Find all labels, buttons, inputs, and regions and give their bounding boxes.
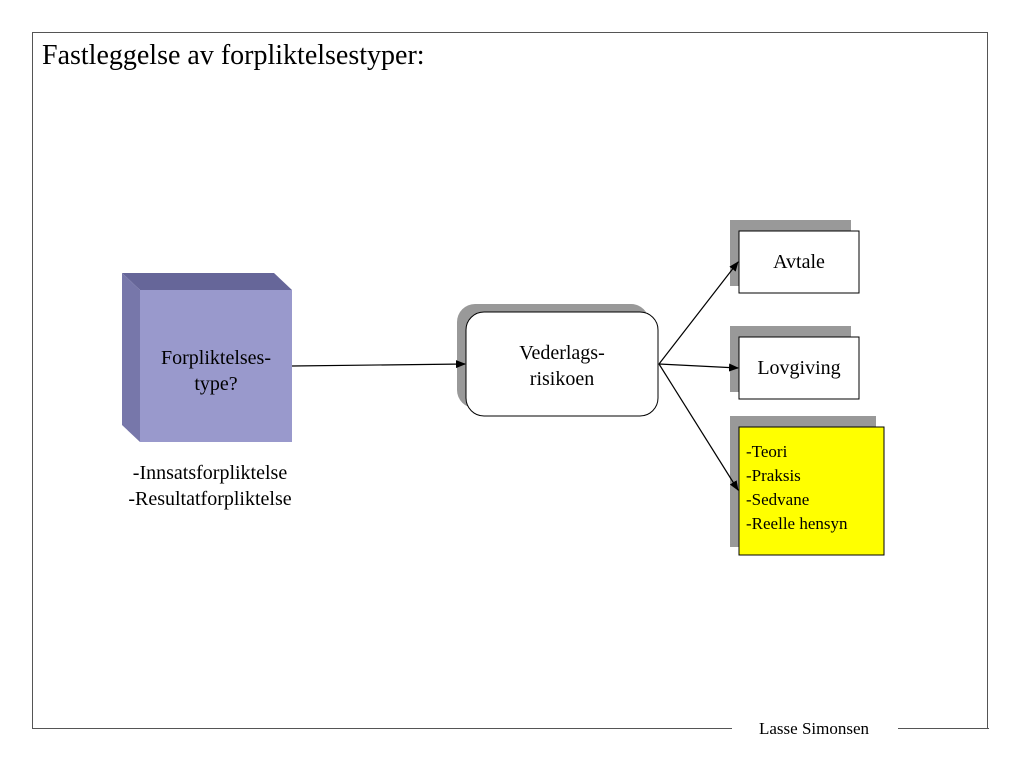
vederlag-label-line: risikoen	[529, 368, 595, 390]
source-item: -Teori	[746, 442, 788, 461]
sources-frame	[738, 426, 885, 556]
vederlag-box	[457, 304, 659, 417]
slide-frame	[32, 32, 988, 728]
vederlag-label-line: Vederlags-	[519, 342, 605, 364]
vederlag-frame	[465, 311, 659, 417]
avtale-label: Avtale	[773, 251, 825, 273]
vederlag-label: Vederlags- risikoen	[466, 336, 658, 396]
cube-label: Forpliktelses- type?	[140, 332, 292, 410]
obligation-types-list: -Innsatsforpliktelse -Resultatforpliktel…	[90, 458, 330, 514]
footer-line-left	[32, 728, 732, 729]
obligation-type-item: -Resultatforpliktelse	[128, 488, 292, 510]
slide-title: Fastleggelse av forpliktelsestyper:	[42, 40, 425, 71]
footer-author: Lasse Simonsen	[732, 718, 896, 740]
avtale-frame	[738, 230, 860, 294]
cube-front-face	[140, 290, 292, 442]
sources-list: -Teori -Praksis -Sedvane -Reelle hensyn	[746, 440, 886, 536]
arrow-to-sources	[658, 363, 739, 491]
lovgiving-box	[730, 326, 860, 400]
cube-shape	[122, 273, 292, 442]
cube-label-line: Forpliktelses-	[161, 347, 271, 369]
cube-side-face	[122, 273, 140, 442]
sources-box	[730, 416, 885, 556]
lovgiving-frame	[738, 336, 860, 400]
cube-label-line: type?	[194, 373, 238, 395]
avtale-box	[730, 220, 860, 294]
source-item: -Praksis	[746, 466, 801, 485]
arrow-to-lovgiving	[658, 363, 739, 372]
source-item: -Reelle hensyn	[746, 514, 848, 533]
obligation-type-item: -Innsatsforpliktelse	[132, 462, 288, 484]
cube-top-face	[122, 273, 292, 290]
footer-line-right	[898, 728, 989, 729]
lovgiving-label: Lovgiving	[757, 357, 841, 379]
arrow-to-avtale	[658, 261, 739, 365]
source-item: -Sedvane	[746, 490, 810, 509]
arrow-cube-to-vederlag	[291, 360, 466, 369]
